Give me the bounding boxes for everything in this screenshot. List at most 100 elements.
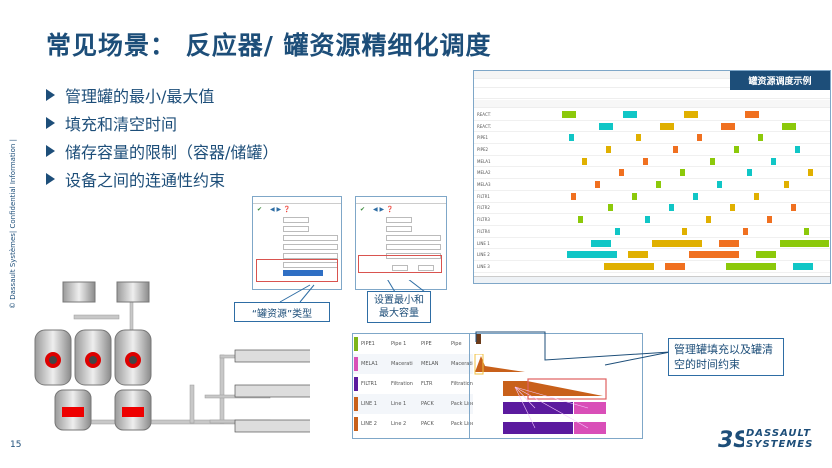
gantt-bar[interactable] <box>734 145 739 153</box>
gantt-bar[interactable] <box>643 157 648 165</box>
gantt-bar[interactable] <box>743 227 748 235</box>
gantt-bar[interactable] <box>591 239 611 247</box>
nav-icons[interactable]: ◀ ▶ ❓ <box>373 206 394 213</box>
gantt-bar[interactable] <box>721 122 735 130</box>
row-id: REACT2 <box>477 123 491 129</box>
toolbar-2 <box>474 89 830 99</box>
gantt-row[interactable]: FILTR2 <box>474 203 830 215</box>
gantt-row[interactable]: PIPE2 <box>474 144 830 156</box>
resource-id: FILTR1 <box>361 381 378 387</box>
gantt-bar[interactable] <box>782 122 796 130</box>
gantt-bar[interactable] <box>652 239 702 247</box>
gantt-bar[interactable] <box>791 204 796 212</box>
gantt-bar[interactable] <box>582 157 587 165</box>
gantt-bar[interactable] <box>615 227 620 235</box>
gantt-bar[interactable] <box>804 227 809 235</box>
gantt-bar[interactable] <box>717 181 722 189</box>
resource-color-swatch <box>354 337 358 351</box>
gantt-bar[interactable] <box>756 251 776 259</box>
check-icon[interactable]: ✔ <box>360 206 366 213</box>
gantt-bar[interactable] <box>578 216 583 224</box>
bullet-item: 设备之间的连通性约束 <box>46 167 225 191</box>
gantt-bar[interactable] <box>697 134 702 142</box>
check-icon[interactable]: ✔ <box>257 206 263 213</box>
gantt-bar[interactable] <box>562 110 576 118</box>
gantt-bar[interactable] <box>599 122 613 130</box>
gantt-bar[interactable] <box>604 262 654 270</box>
min-capacity-field[interactable] <box>392 265 408 271</box>
gantt-bar[interactable] <box>719 239 739 247</box>
gantt-row[interactable]: MELA3 <box>474 179 830 191</box>
gantt-bar[interactable] <box>636 134 641 142</box>
gantt-bar[interactable] <box>767 216 772 224</box>
gantt-bar[interactable] <box>689 251 739 259</box>
gantt-bar[interactable] <box>567 251 617 259</box>
gantt-row[interactable]: LINE 1 <box>474 238 830 250</box>
gantt-bar[interactable] <box>771 157 776 165</box>
gantt-row[interactable]: LINE 2 <box>474 249 830 262</box>
gantt-bar[interactable] <box>660 122 674 130</box>
max-capacity-field[interactable] <box>418 265 434 271</box>
gantt-row[interactable]: PIPE1 <box>474 132 830 145</box>
bullet-icon <box>46 117 55 129</box>
gantt-bar[interactable] <box>758 134 763 142</box>
gantt-row[interactable]: REACT1 <box>474 109 830 121</box>
gantt-bar[interactable] <box>684 110 698 118</box>
bullet-icon <box>46 89 55 101</box>
gantt-bar[interactable] <box>673 145 678 153</box>
gantt-bar[interactable] <box>682 227 687 235</box>
gantt-bar[interactable] <box>656 181 661 189</box>
gantt-bar[interactable] <box>619 169 624 177</box>
gantt-row[interactable]: FILTR1 <box>474 191 830 203</box>
gantt-bar[interactable] <box>745 110 759 118</box>
gantt-bar[interactable] <box>632 192 637 200</box>
gantt-bar[interactable] <box>608 204 613 212</box>
resource-type: Filtration <box>451 381 473 387</box>
gantt-bar[interactable] <box>793 262 813 270</box>
bullet-item: 填充和清空时间 <box>46 111 177 135</box>
gantt-bar[interactable] <box>571 192 576 200</box>
gantt-row[interactable]: MELA2 <box>474 168 830 180</box>
gantt-bar[interactable] <box>569 134 574 142</box>
gantt-bar[interactable] <box>795 145 800 153</box>
gantt-bar[interactable] <box>784 181 789 189</box>
row-id: FILTR4 <box>477 228 490 234</box>
gantt-bar[interactable] <box>726 262 776 270</box>
gantt-bar[interactable] <box>693 192 698 200</box>
gantt-bar[interactable] <box>747 169 752 177</box>
gantt-bar[interactable] <box>780 239 829 247</box>
tank-fill-chart <box>474 354 607 434</box>
resource-group: FLTR <box>421 381 433 387</box>
nav-icons[interactable]: ◀ ▶ ❓ <box>270 206 291 213</box>
gantt-bar[interactable] <box>645 216 650 224</box>
gantt-row[interactable]: MELA1 <box>474 156 830 168</box>
gantt-bar[interactable] <box>665 262 685 270</box>
gantt-row[interactable]: FILTR3 <box>474 214 830 226</box>
conveyor-line-icon <box>234 349 310 433</box>
gantt-bar[interactable] <box>730 204 735 212</box>
menu-bar <box>474 71 830 79</box>
gantt-row[interactable]: LINE 3 <box>474 261 830 273</box>
gantt-bar[interactable] <box>754 192 759 200</box>
gantt-bar[interactable] <box>808 169 813 177</box>
gantt-bar[interactable] <box>710 157 715 165</box>
resource-name: Line 2 <box>391 421 407 427</box>
gantt-bar[interactable] <box>628 251 648 259</box>
resource-color-swatch <box>354 397 358 411</box>
dialog-tabs <box>253 197 341 204</box>
gantt-bar[interactable] <box>680 169 685 177</box>
gantt-bar[interactable] <box>706 216 711 224</box>
tank-type-option[interactable] <box>283 270 323 276</box>
gantt-row[interactable]: REACT2 <box>474 121 830 133</box>
filter-tank-icon <box>54 389 152 431</box>
gantt-bar[interactable] <box>623 110 637 118</box>
gantt-bar[interactable] <box>606 145 611 153</box>
gantt-bar[interactable] <box>669 204 674 212</box>
gantt-row[interactable]: FILTR4 <box>474 226 830 238</box>
resource-row[interactable]: MELA1MacerationMELANMaceration <box>353 354 473 374</box>
gantt-bar[interactable] <box>595 181 600 189</box>
